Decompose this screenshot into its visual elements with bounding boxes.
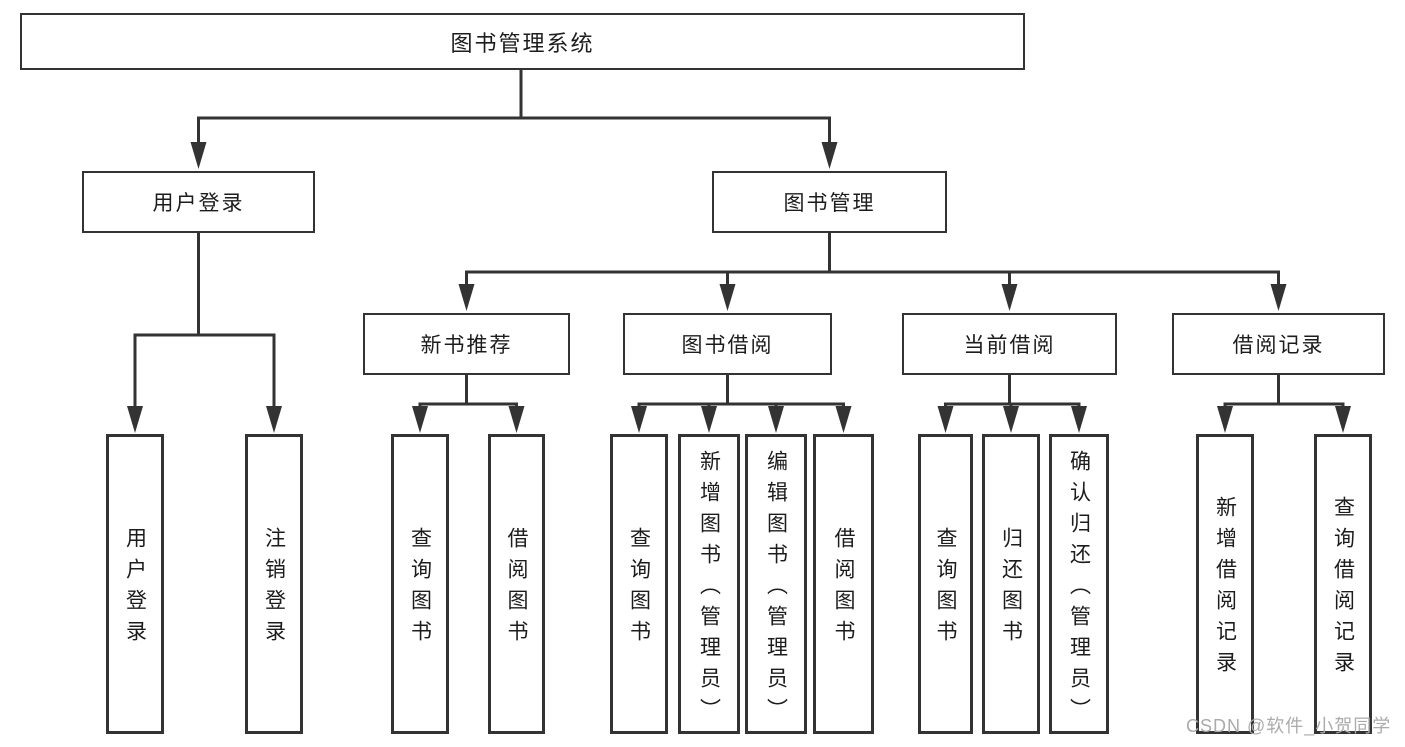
leaf-confirm-return-admin: 确认归还（管理员） [1049, 434, 1109, 734]
node-book-borrow: 图书借阅 [623, 313, 832, 375]
connector-book-borrow [637, 375, 845, 407]
leaf-label: 借阅图书 [832, 527, 855, 651]
leaf-label: 编辑图书（管理员） [764, 449, 788, 729]
leaf-label: 查询借阅记录 [1331, 496, 1355, 682]
leaf-label: 查询图书 [627, 527, 651, 651]
node-label: 借阅记录 [1232, 334, 1325, 357]
node-root-library-management-system: 图书管理系统 [20, 13, 1025, 70]
connector-borrow-records [1223, 375, 1345, 407]
leaf-label: 确认归还（管理员） [1067, 449, 1091, 729]
leaf-edit-books-admin: 编辑图书（管理员） [745, 434, 807, 734]
connector-current-borrow [944, 375, 1081, 407]
arrowheads [127, 142, 1351, 433]
leaf-query-books-recommend: 查询图书 [391, 434, 449, 734]
node-label: 图书管理 [783, 192, 876, 215]
leaf-label: 新增图书（管理员） [697, 449, 721, 729]
leaf-user-login: 用户登录 [106, 434, 164, 734]
connector-root [197, 70, 831, 143]
csdn-watermark: CSDN @软件_小贺同学 [1186, 716, 1392, 736]
node-borrow-records: 借阅记录 [1172, 313, 1385, 375]
leaf-label: 查询图书 [934, 527, 957, 651]
leaf-add-borrow-record: 新增借阅记录 [1196, 434, 1254, 734]
leaf-query-books-current: 查询图书 [918, 434, 973, 734]
leaf-query-borrow-record: 查询借阅记录 [1314, 434, 1372, 734]
node-new-book-recommend: 新书推荐 [363, 313, 570, 375]
leaf-label: 归还图书 [999, 527, 1023, 651]
leaf-label: 注销登录 [262, 527, 286, 651]
node-user-login: 用户登录 [82, 171, 315, 233]
connector-user-login [133, 233, 276, 407]
leaf-label: 用户登录 [123, 527, 147, 651]
connector-new-book-recommend [418, 375, 518, 407]
node-label: 新书推荐 [420, 334, 513, 357]
leaf-add-books-admin: 新增图书（管理员） [678, 434, 740, 734]
node-label: 图书借阅 [681, 334, 774, 357]
leaf-query-books-borrow: 查询图书 [610, 434, 668, 734]
leaf-label: 新增借阅记录 [1213, 496, 1237, 682]
leaf-label: 查询图书 [408, 527, 432, 651]
node-current-borrow: 当前借阅 [902, 313, 1117, 375]
node-label: 用户登录 [152, 192, 245, 215]
leaf-borrow-books: 借阅图书 [813, 434, 874, 734]
leaf-return-books: 归还图书 [982, 434, 1040, 734]
leaf-logout: 注销登录 [245, 434, 303, 734]
node-book-management: 图书管理 [712, 171, 947, 233]
connector-book-management [465, 233, 1280, 285]
node-label: 当前借阅 [963, 334, 1056, 357]
node-label: 图书管理系统 [450, 30, 595, 56]
leaf-borrow-books-recommend: 借阅图书 [488, 434, 545, 734]
leaf-label: 借阅图书 [505, 527, 528, 651]
